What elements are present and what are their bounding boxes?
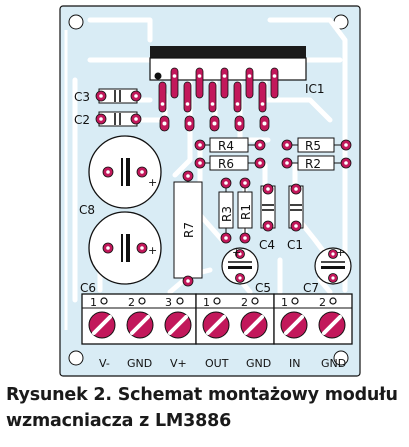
ic1-heatsink-tab: [150, 46, 306, 58]
resistor-r7: R7: [173, 170, 203, 287]
svg-text:3: 3: [165, 296, 172, 309]
r5-label: R5: [305, 139, 321, 153]
r3-label: R3: [220, 206, 234, 222]
terminal-label-out: OUT: [205, 357, 229, 370]
capacitor-c8-lower: +: [88, 211, 162, 285]
terminal-label-vplus: V+: [170, 357, 187, 370]
c4-label: C4: [259, 238, 275, 252]
c7-plus: +: [336, 246, 345, 259]
svg-text:1: 1: [90, 296, 97, 309]
capacitor-c3: C3: [74, 88, 142, 104]
c5-label: C5: [255, 281, 271, 295]
pcb-assembly-diagram: IC1: [59, 5, 361, 377]
svg-text:2: 2: [241, 296, 248, 309]
c5-plus: +: [232, 246, 241, 259]
r6-label: R6: [218, 157, 234, 171]
c1-label: C1: [287, 238, 303, 252]
terminal-label-gnd-2: GND: [246, 357, 271, 370]
svg-text:1: 1: [203, 296, 210, 309]
r7-label: R7: [182, 222, 196, 238]
terminal-label-gnd-3: GND: [321, 357, 346, 370]
capacitor-c8-upper: +: [88, 135, 162, 209]
capacitor-c2: C2: [74, 111, 142, 127]
terminal-labels: V- GND V+ OUT GND IN GND: [99, 357, 346, 370]
svg-text:2: 2: [128, 296, 135, 309]
resistor-r3: R3: [218, 177, 234, 244]
c8-lower-plus: +: [148, 244, 157, 257]
svg-text:1: 1: [281, 296, 288, 309]
c8-upper-plus: +: [148, 176, 157, 189]
capacitor-c7: + C7: [303, 246, 352, 295]
c2-label: C2: [74, 113, 90, 127]
r4-label: R4: [218, 139, 234, 153]
resistor-r6: R6: [194, 155, 266, 171]
caption-line-2: wzmacniacza z LM3886: [6, 411, 232, 431]
terminal-screws: [88, 311, 346, 339]
figure-caption: Rysunek 2. Schemat montażowy modułu wzma…: [6, 382, 406, 434]
terminal-label-gnd-1: GND: [127, 357, 152, 370]
c7-label: C7: [303, 281, 319, 295]
mounting-holes: [68, 14, 349, 366]
capacitor-c5: + C5: [221, 246, 271, 295]
resistor-r1: R1: [237, 177, 253, 244]
caption-line-1: Rysunek 2. Schemat montażowy modułu: [6, 385, 398, 405]
c6-label: C6: [80, 281, 96, 295]
resistor-r4: R4: [194, 137, 266, 153]
c8-label: C8: [79, 203, 95, 217]
terminal-label-in: IN: [289, 357, 300, 370]
ic1-pins: [158, 67, 279, 132]
resistor-r2: R2: [281, 155, 352, 171]
capacitor-c4: C4: [259, 183, 276, 252]
ic1-pin1-marker: [154, 72, 162, 80]
r2-label: R2: [305, 157, 321, 171]
terminal-pin-numbers: 1 2 3 1 2 1 2: [90, 296, 326, 309]
ic1-label: IC1: [305, 82, 325, 96]
r1-label: R1: [239, 204, 253, 220]
svg-text:2: 2: [319, 296, 326, 309]
terminal-label-vminus: V-: [99, 357, 110, 370]
terminal-pin-holes: [100, 297, 337, 305]
c3-label: C3: [74, 90, 90, 104]
capacitor-c1: C1: [287, 183, 304, 252]
resistor-r5: R5: [281, 137, 352, 153]
